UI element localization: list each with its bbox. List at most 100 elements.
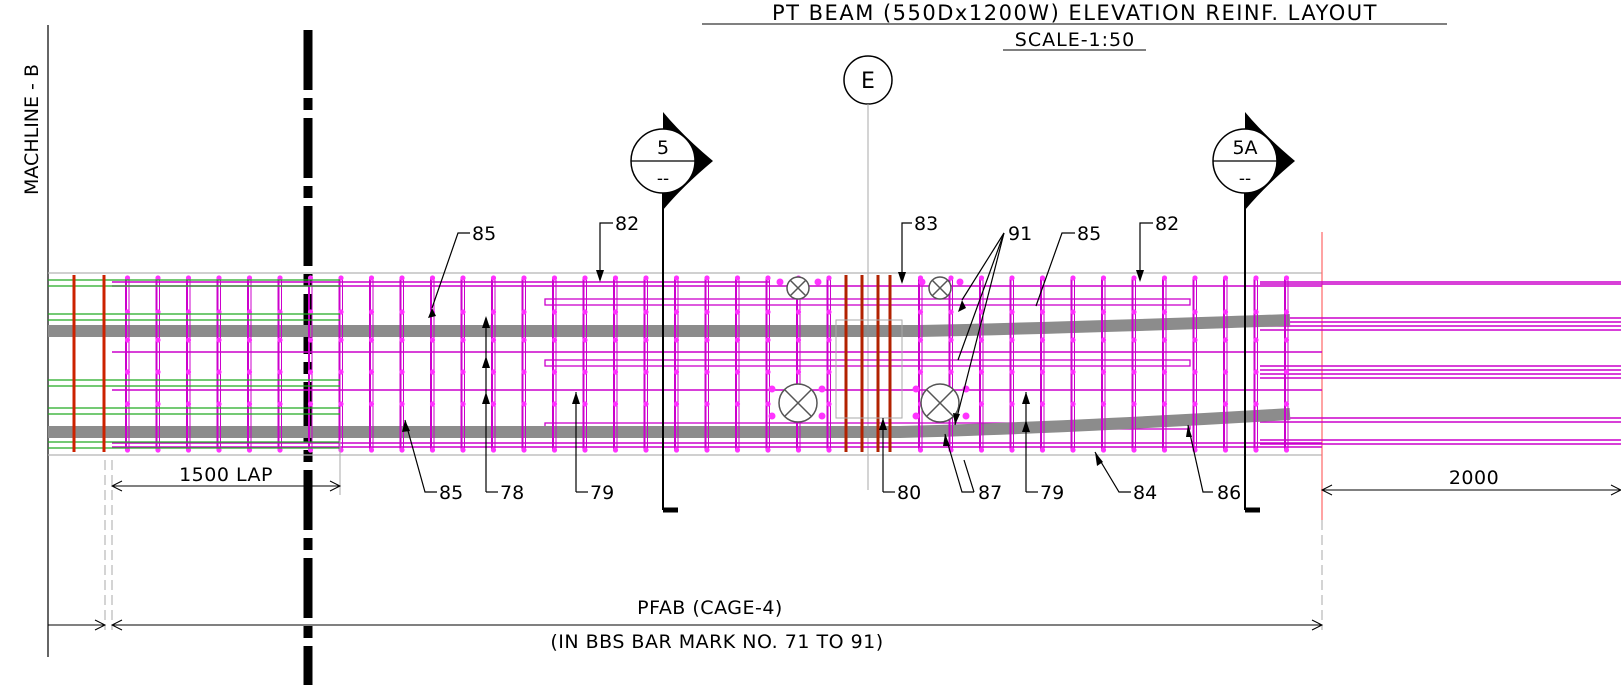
tendon-upper <box>48 314 1291 337</box>
beam-outline <box>48 232 1323 520</box>
stirrup-hook <box>124 369 131 375</box>
stirrup-hook <box>1161 447 1168 453</box>
bar-mark-label: 85 <box>439 482 463 504</box>
stirrup-hook <box>795 337 802 343</box>
stirrup-hook <box>185 337 192 343</box>
stirrup-hook <box>155 447 161 453</box>
stirrup-hook <box>765 275 771 281</box>
stirrup-hook <box>917 447 924 453</box>
stirrup-hook <box>673 309 680 315</box>
stirrup-hook <box>124 309 131 315</box>
stirrup-hook <box>1192 309 1198 315</box>
stirrup-hook <box>551 337 558 343</box>
stirrup-hook <box>1253 309 1259 315</box>
stirrup-hook <box>1283 309 1290 315</box>
stirrup-hook <box>124 275 131 281</box>
stirrup-hook <box>521 337 527 343</box>
stirrup-hook <box>826 275 832 281</box>
stirrup-hook <box>1283 275 1290 281</box>
stirrup-hook <box>673 337 680 343</box>
stirrup-hook <box>246 275 253 281</box>
stirrup-hook <box>1283 447 1290 453</box>
stirrup-hook <box>1222 309 1229 315</box>
stirrup-hook <box>490 309 497 315</box>
stirrup-hook <box>155 401 161 407</box>
duct-symbols <box>768 276 970 423</box>
stirrup-hook <box>490 275 497 281</box>
stirrup-hook <box>338 337 344 343</box>
stirrup-hook <box>1009 369 1015 375</box>
stirrup-hook <box>368 369 375 375</box>
stirrup-hook <box>1161 369 1168 375</box>
stirrup-hook <box>277 337 283 343</box>
bar-mark-label: 87 <box>978 482 1002 504</box>
bar-mark-label: 78 <box>500 482 524 504</box>
drawing-scale: SCALE-1:50 <box>1015 29 1135 51</box>
stirrup-hook <box>155 369 161 375</box>
machline-label: MACHLINE - B <box>21 64 43 195</box>
stirrup-hook <box>1009 447 1015 453</box>
stirrup-hook <box>185 447 192 453</box>
stirrup-hook <box>612 401 619 407</box>
stirrup-hook <box>246 401 253 407</box>
stirrup-hook <box>1192 401 1198 407</box>
leader-arrowheads <box>402 270 1192 466</box>
stirrup-hook <box>460 337 466 343</box>
stirrup-hook <box>460 369 466 375</box>
stirrup-hook <box>948 309 954 315</box>
stirrup-hook <box>216 337 222 343</box>
stirrup-hook <box>551 369 558 375</box>
stirrup-hook <box>1100 401 1107 407</box>
stirrup-hook <box>1161 401 1168 407</box>
stirrup-hook <box>643 447 649 453</box>
stirrup-hook <box>917 309 924 315</box>
stirrup-hook <box>1070 401 1076 407</box>
stirrup-hook <box>734 401 741 407</box>
stirrup-hook <box>460 401 466 407</box>
stirrup-hook <box>399 337 405 343</box>
stirrup-hook <box>1009 337 1015 343</box>
stirrup-hook <box>399 369 405 375</box>
stirrup-hook <box>551 401 558 407</box>
stirrup-hook <box>582 309 588 315</box>
stirrup-hook <box>216 447 222 453</box>
stirrup-hook <box>124 337 131 343</box>
stirrup-hook <box>399 447 405 453</box>
stirrup-hook <box>246 337 253 343</box>
stirrup-hook <box>429 275 436 281</box>
stirrup-hook <box>948 369 954 375</box>
stirrup-hook <box>246 447 253 453</box>
stirrup-hook <box>429 401 436 407</box>
stirrup-hook <box>1161 337 1168 343</box>
stirrup-hook <box>1100 275 1107 281</box>
stirrup-hook <box>338 369 344 375</box>
bar-mark-label: 82 <box>615 213 639 235</box>
section-mark-5a: 5A -- <box>1212 112 1295 513</box>
stirrup-hook <box>490 447 497 453</box>
stirrup-hook <box>551 275 558 281</box>
stirrup-hook <box>1222 275 1229 281</box>
grid-bubble-label: E <box>861 69 875 94</box>
side-face-bar <box>544 298 1191 306</box>
stirrup-hook <box>1283 337 1290 343</box>
bar-mark-label: 83 <box>914 213 938 235</box>
stirrup-hook <box>582 275 588 281</box>
stirrup-hook <box>978 369 985 375</box>
stirrups <box>124 275 1290 453</box>
stirrup-hook <box>521 447 527 453</box>
stirrup-hook <box>1100 309 1107 315</box>
stirrup-hook <box>704 401 710 407</box>
stirrup-hook <box>368 447 375 453</box>
stirrup-hook <box>1253 337 1259 343</box>
stirrup-hook <box>1070 309 1076 315</box>
stirrup-hook <box>765 369 771 375</box>
stirrup-hook <box>521 369 527 375</box>
stirrup-hook <box>1131 401 1137 407</box>
stirrup-hook <box>582 337 588 343</box>
stirrup-hook <box>612 337 619 343</box>
stirrup-hook <box>704 337 710 343</box>
stirrup-hook <box>460 309 466 315</box>
stirrup-hook <box>1253 447 1259 453</box>
stirrup-hook <box>826 309 832 315</box>
